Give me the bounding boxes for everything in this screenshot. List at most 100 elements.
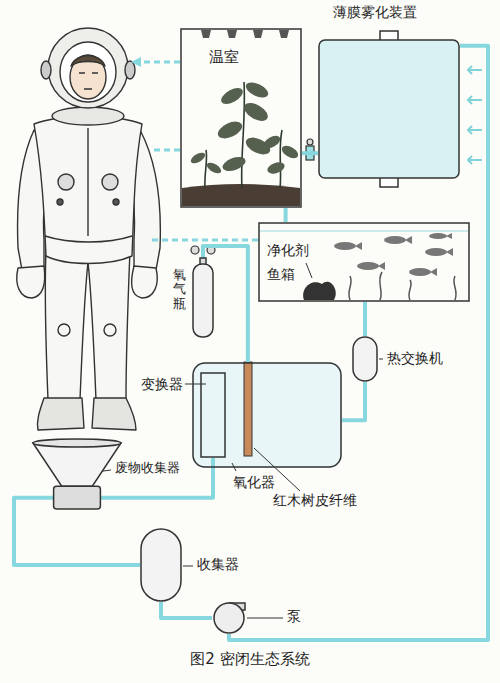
astronaut-figure xyxy=(102,174,118,190)
astronaut-figure xyxy=(60,42,116,102)
astronaut-figure xyxy=(92,398,136,430)
pump-outline xyxy=(214,603,244,633)
air-arrowhead xyxy=(131,57,141,67)
heat-exchanger: 热交换机 xyxy=(352,336,378,382)
fish-tank-interior xyxy=(446,248,453,256)
pipe-connector xyxy=(302,151,318,155)
oxidizer-interior xyxy=(244,362,252,456)
pipe-connector xyxy=(161,602,212,618)
flow-arrows xyxy=(468,96,482,104)
waste-collector-outline xyxy=(33,439,121,447)
astronaut-figure xyxy=(104,324,116,336)
oxygen-bottle-outline xyxy=(193,264,213,337)
greenhouse-interior xyxy=(244,79,271,100)
greenhouse-box-outline xyxy=(180,28,302,208)
astronaut-figure xyxy=(125,61,135,79)
astronaut-figure xyxy=(45,250,88,400)
fish-tank-interior xyxy=(405,236,412,244)
greenhouse-interior xyxy=(219,85,246,107)
part-label: 红木树皮纤维 xyxy=(272,492,358,509)
greenhouse-interior xyxy=(182,184,300,206)
pipe-connector xyxy=(284,208,288,222)
air-pipe xyxy=(140,62,258,240)
collector-tank-outline xyxy=(141,529,181,601)
fish-tank-interior xyxy=(429,233,447,239)
pipe-connector xyxy=(363,302,367,336)
greenhouse-interior xyxy=(241,99,271,124)
astronaut-figure xyxy=(45,236,132,242)
astronaut-figure xyxy=(17,28,161,430)
fish-tank-interior xyxy=(334,233,453,276)
converter-box-outline xyxy=(200,372,226,458)
fish-tank-interior xyxy=(349,272,456,300)
fish-tank-interior xyxy=(334,242,356,250)
oxidizer-interior xyxy=(192,362,342,468)
fish-tank-interior xyxy=(430,268,437,276)
astronaut-figure xyxy=(58,324,70,336)
part-label: 泵 xyxy=(286,608,302,625)
greenhouse-box: 温室 xyxy=(180,28,302,208)
fish-tank-interior xyxy=(384,236,406,244)
greenhouse-interior xyxy=(189,79,300,175)
leader-line xyxy=(247,618,283,619)
astronaut-figure xyxy=(37,398,84,430)
greenhouse-interior xyxy=(182,30,300,206)
astronaut-figure xyxy=(48,28,128,108)
astronaut-figure xyxy=(34,117,142,264)
fish-tank-interior xyxy=(260,231,468,232)
fish-tank-interior xyxy=(446,233,452,239)
flow-arrows xyxy=(468,66,482,74)
fish-tank-outline xyxy=(259,223,469,301)
pump: 泵 xyxy=(212,602,246,634)
part-label: 鱼箱 xyxy=(266,266,296,283)
oxidizer-tank: 氧化器红木树皮纤维变换器 xyxy=(192,362,342,468)
fish-tank-interior xyxy=(303,282,336,300)
valve xyxy=(306,139,314,160)
fish-tank-interior xyxy=(355,242,362,250)
air-pipe xyxy=(150,149,180,152)
leader-line xyxy=(379,359,383,360)
pipe-connector xyxy=(342,382,365,420)
fish-tank-interior xyxy=(425,248,447,256)
valve xyxy=(307,139,313,145)
oxygen-bottle: 氧气瓶 xyxy=(192,258,214,338)
greenhouse-interior xyxy=(266,160,286,176)
greenhouse-interior xyxy=(189,151,207,166)
heat-exchanger-outline xyxy=(352,336,378,382)
greenhouse-interior xyxy=(221,154,248,173)
astronaut-figure xyxy=(57,199,63,205)
leader-line xyxy=(185,384,206,385)
leader-line xyxy=(183,566,193,567)
fish-tank-interior xyxy=(260,231,468,300)
oxidizer-interior xyxy=(192,362,342,468)
astronaut-figure xyxy=(79,73,98,89)
part-label: 薄膜雾化装置 xyxy=(332,4,418,21)
collector-tank-outline xyxy=(140,528,182,602)
greenhouse-interior xyxy=(201,30,289,38)
heat-exchanger-outline xyxy=(353,337,377,381)
pump-outline xyxy=(212,602,246,634)
waste-collector-outline xyxy=(32,438,122,510)
atomizer-tank-outline xyxy=(318,30,460,188)
air-pipe xyxy=(140,61,180,64)
part-label: 热交换机 xyxy=(386,350,444,367)
part-label: 收集器 xyxy=(196,556,240,573)
oxidizer-tank-outline xyxy=(193,363,341,467)
fish-tank-interior xyxy=(378,262,385,270)
atomizer-tank-outline xyxy=(319,40,459,178)
flow-arrows xyxy=(468,156,482,164)
converter-box: 变换器 xyxy=(200,372,226,458)
fish-tank-interior xyxy=(357,262,379,270)
fish-tank: 净化剂鱼箱 xyxy=(258,222,470,302)
astronaut-figure xyxy=(52,107,124,125)
part-label: 温室 xyxy=(208,48,240,66)
oxygen-dials xyxy=(191,246,199,254)
astronaut-figure xyxy=(17,266,45,298)
collector-tank: 收集器 xyxy=(140,528,182,602)
astronaut-figure xyxy=(41,61,51,79)
waste-collector-outline xyxy=(33,443,121,486)
air-pipe xyxy=(152,239,258,242)
greenhouse-interior xyxy=(280,143,301,161)
part-label: 废物收集器 xyxy=(114,460,181,476)
